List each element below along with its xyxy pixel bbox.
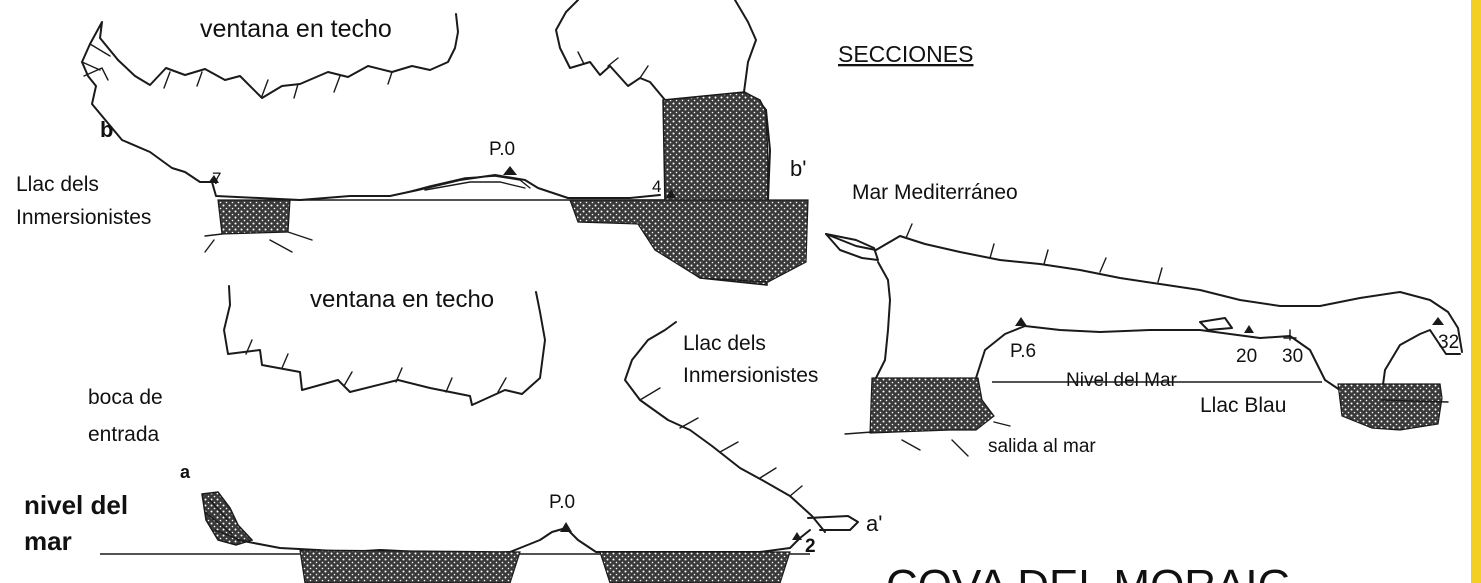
label-station-7: 7 [212, 169, 221, 188]
label-b: b [100, 117, 113, 142]
label-nivel-del-mar: Nivel del Mar [1066, 370, 1178, 391]
pool-b-prime [569, 199, 809, 283]
label-station-4: 4 [652, 177, 661, 196]
roof-profile-a [223, 285, 546, 406]
slope-right-a [624, 321, 826, 533]
label-llac-mid-line1: Llac dels [683, 332, 766, 355]
footer-title: COVA DEL MORAIG [886, 561, 1292, 583]
labels: ventana en techo SECCIONES b P.0 Mar Med… [16, 15, 1459, 583]
pool-a-left [299, 549, 521, 583]
label-station-30: 30 [1282, 346, 1303, 367]
station-p6-marker [1015, 317, 1027, 326]
label-llac-top-line1: Llac dels [16, 173, 99, 196]
pool-salida-al-mar [869, 377, 995, 434]
label-mar-mediterraneo: Mar Mediterráneo [852, 181, 1018, 204]
label-llac-top-line2: Inmersionistes [16, 206, 151, 229]
diagram-title: SECCIONES [838, 41, 973, 67]
label-a-prime: a' [866, 511, 882, 536]
roof-profile-b [117, 13, 459, 99]
label-station-32: 32 [1438, 332, 1459, 353]
label-p0-bottom: P.0 [549, 492, 575, 513]
label-nivel-line1: nivel del [24, 490, 128, 520]
label-b-prime: b' [790, 156, 806, 181]
station-7-marker [208, 175, 219, 183]
label-station-2: 2 [805, 536, 816, 557]
entrance-wall-b [81, 21, 661, 201]
section-llac-blau [825, 223, 1463, 457]
exit-tube-a-prime [807, 515, 859, 531]
station-4-marker [666, 189, 676, 198]
accent-stripe [1471, 0, 1481, 583]
label-ventana-mid: ventana en techo [310, 286, 494, 313]
roof-profile-right [825, 233, 1463, 353]
station-32-marker [1432, 317, 1444, 325]
label-a: a [180, 462, 191, 482]
label-p0-top: P.0 [489, 139, 515, 160]
station-2-marker [792, 532, 802, 540]
nose-shape [825, 233, 879, 261]
label-llac-blau: Llac Blau [1200, 394, 1286, 417]
label-boca-line1: boca de [88, 386, 163, 409]
lake-inmersionistes-top [217, 199, 291, 235]
label-ventana-top: ventana en techo [200, 15, 392, 43]
label-llac-mid-line2: Inmersionistes [683, 364, 818, 387]
label-salida-al-mar: salida al mar [988, 436, 1096, 457]
pool-a-right [599, 551, 791, 583]
label-station-20: 20 [1236, 346, 1257, 367]
section-a-a-prime [100, 285, 859, 583]
label-p6: P.6 [1010, 341, 1036, 362]
station-p0-bottom-marker [560, 522, 572, 532]
station-p0-top-marker [503, 166, 517, 175]
label-boca-line2: entrada [88, 423, 160, 446]
left-wall-right [875, 261, 891, 379]
section-b-b-prime [81, 0, 809, 286]
pool-llac-blau [1337, 383, 1443, 431]
sediment-mound [399, 175, 531, 195]
floor-profile-right [975, 317, 1461, 393]
label-nivel-line2: mar [24, 526, 72, 556]
station-20-marker [1244, 325, 1254, 333]
